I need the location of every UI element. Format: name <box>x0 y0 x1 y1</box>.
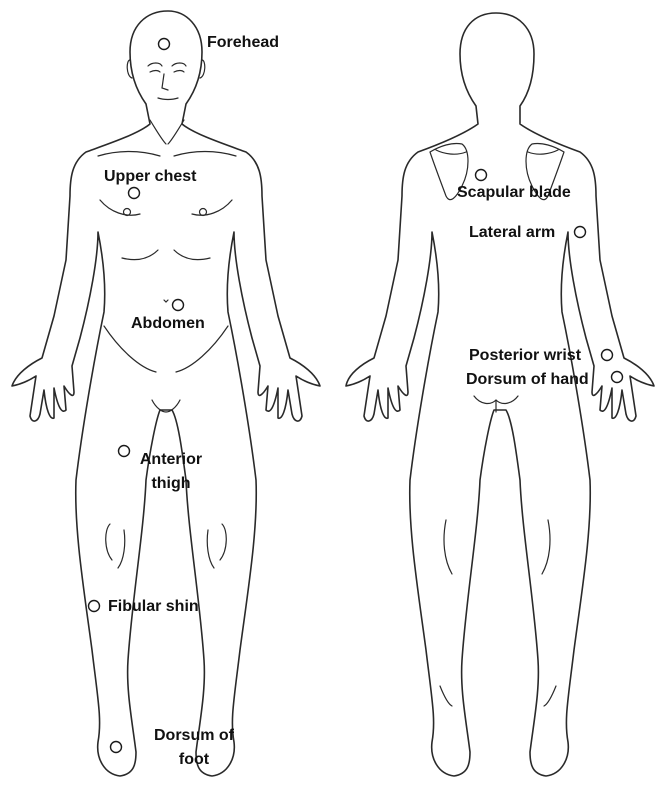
label-dorsum-of-hand: Dorsum of hand <box>466 368 589 392</box>
site-marker-posterior-wrist[interactable] <box>602 350 613 361</box>
label-posterior-wrist: Posterior wrist <box>469 344 581 368</box>
label-fibular-shin: Fibular shin <box>108 595 199 619</box>
anterior-body-outline <box>12 11 320 776</box>
label-dorsum-of-foot-line2: foot <box>146 748 242 772</box>
label-anterior-thigh-line2: thigh <box>132 472 210 496</box>
label-abdomen: Abdomen <box>131 312 205 336</box>
site-marker-anterior-thigh[interactable] <box>119 446 130 457</box>
site-marker-lateral-arm[interactable] <box>575 227 586 238</box>
label-lateral-arm: Lateral arm <box>469 221 555 245</box>
site-marker-dorsum-of-foot[interactable] <box>111 742 122 753</box>
site-marker-dorsum-of-hand[interactable] <box>612 372 623 383</box>
posterior-body-figure <box>346 13 654 776</box>
site-marker-fibular-shin[interactable] <box>89 601 100 612</box>
label-dorsum-of-foot: Dorsum of foot <box>146 724 242 772</box>
site-marker-abdomen[interactable] <box>173 300 184 311</box>
site-marker-scapular-blade[interactable] <box>476 170 487 181</box>
label-anterior-thigh-line1: Anterior <box>132 448 210 472</box>
posterior-body-outline <box>346 13 654 776</box>
anterior-body-figure <box>12 11 320 776</box>
label-dorsum-of-foot-line1: Dorsum of <box>146 724 242 748</box>
site-markers <box>89 39 623 753</box>
label-upper-chest: Upper chest <box>104 165 196 189</box>
label-scapular-blade: Scapular blade <box>457 181 571 205</box>
site-marker-upper-chest[interactable] <box>129 188 140 199</box>
label-anterior-thigh: Anterior thigh <box>132 448 210 496</box>
site-marker-forehead[interactable] <box>159 39 170 50</box>
anterior-nipple-right <box>200 209 207 216</box>
label-forehead: Forehead <box>207 31 279 55</box>
